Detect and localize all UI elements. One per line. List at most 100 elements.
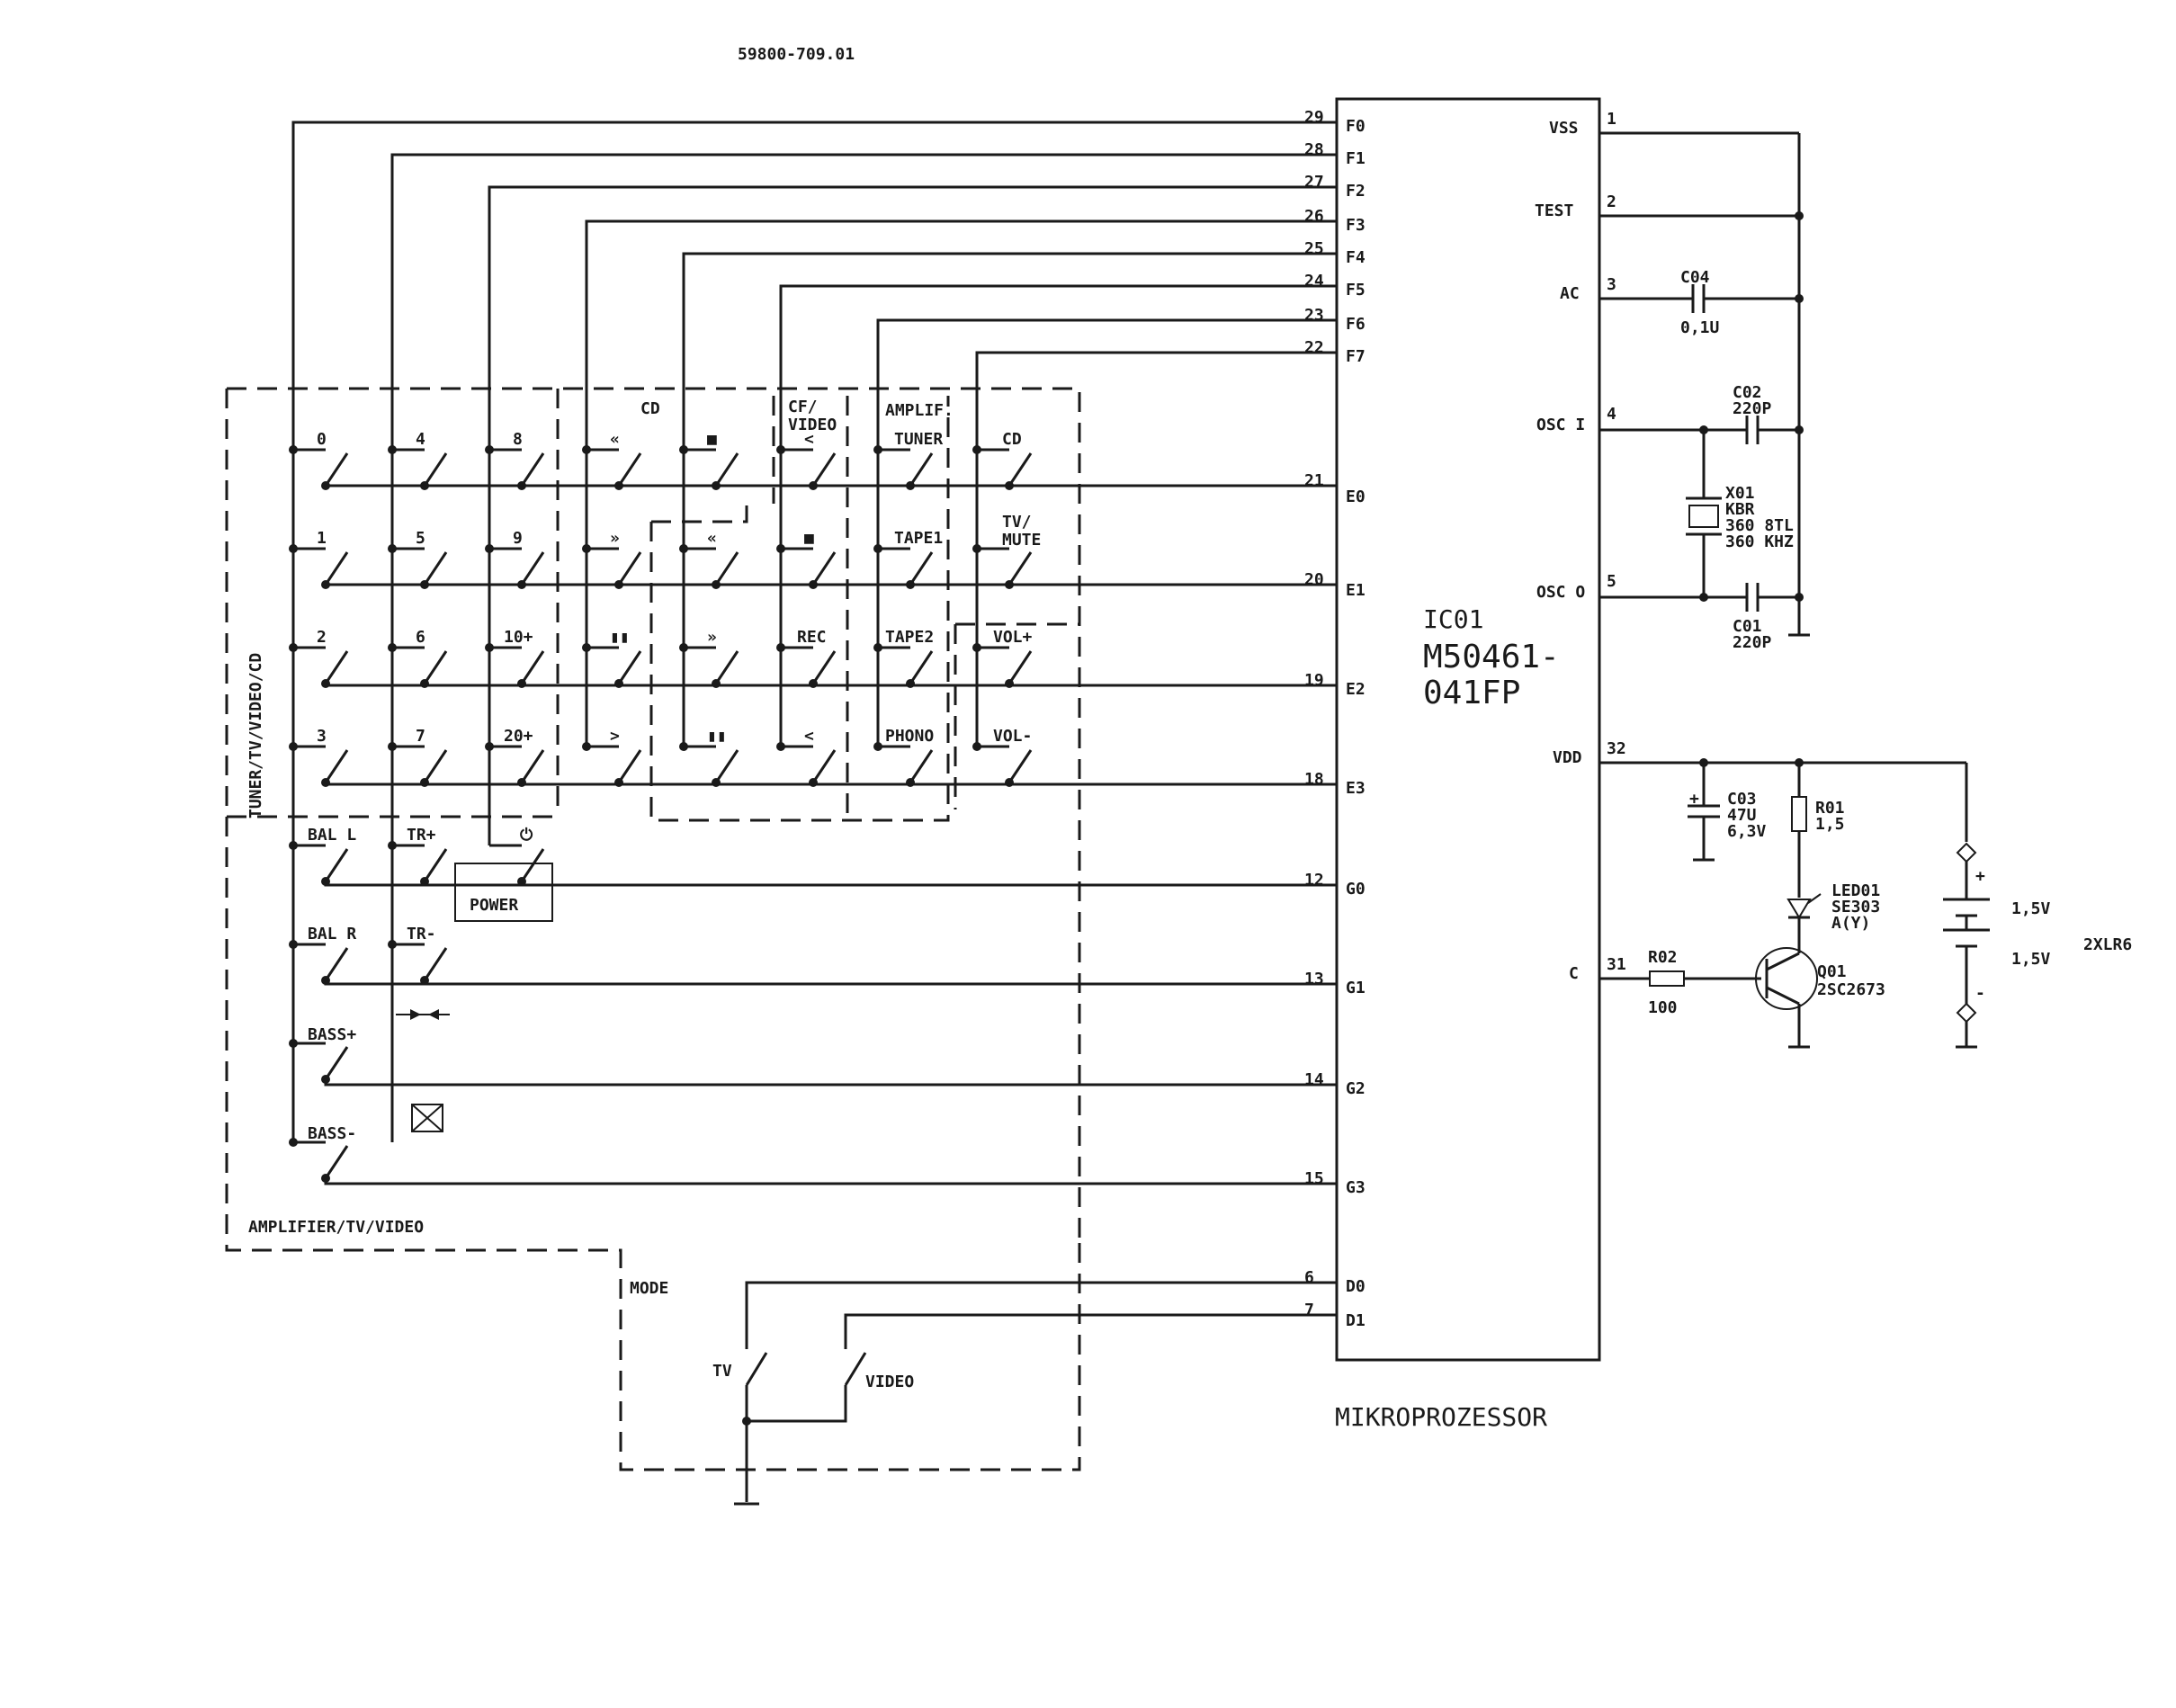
- f-line-wire: [876, 318, 1337, 747]
- key-labels: 0 4 8 « ■ < TUNER CD 1 5 9 » « ■ TAPE1 T…: [308, 430, 1041, 1143]
- switch-lever: [617, 650, 642, 684]
- pin-number: 7: [1304, 1301, 1314, 1319]
- c02-value: 220P: [1733, 399, 1772, 418]
- mode-video-label: VIDEO: [865, 1373, 914, 1391]
- c04-value: 0,1U: [1680, 318, 1719, 337]
- switch-lever: [909, 452, 934, 487]
- key-label: TAPE2: [885, 628, 934, 647]
- key-label: VOL+: [993, 628, 1033, 647]
- f-pin-group: 29 F0 28 F1 27 F2 26 F3 25 F4 24 F5 23 F…: [1304, 108, 1366, 366]
- key-label: ■: [804, 529, 814, 548]
- switch-lever: [324, 848, 349, 882]
- key-label: 10+: [504, 628, 533, 647]
- d0-wire: [745, 1281, 1337, 1349]
- pin-name: F1: [1346, 149, 1366, 168]
- pin-name: F4: [1346, 248, 1366, 267]
- switch-lever: [1007, 452, 1033, 487]
- key-label: 20+: [504, 727, 533, 746]
- group-box-main: [227, 387, 1081, 1259]
- crossed-box: [411, 1104, 443, 1132]
- battery-v1: 1,5V: [2011, 899, 2051, 918]
- battery-minus: -: [1975, 984, 1985, 1003]
- key-label: 8: [513, 430, 523, 449]
- c02-ref: C02: [1733, 383, 1762, 402]
- key-label: BASS-: [308, 1124, 356, 1143]
- c03-line1: 47U: [1727, 806, 1757, 825]
- pin-number: 5: [1607, 572, 1616, 591]
- c01-value: 220P: [1733, 633, 1772, 652]
- r02-value: 100: [1648, 998, 1678, 1017]
- pin-number: 28: [1304, 140, 1324, 159]
- g-line-wire: [324, 881, 1337, 887]
- switch-lever: [423, 452, 448, 487]
- jumper-arrowhead: [410, 1009, 421, 1020]
- key-label: <: [804, 430, 814, 449]
- power-label: POWER: [470, 896, 518, 915]
- d1-wire: [844, 1313, 1337, 1349]
- pin-name: E0: [1346, 487, 1366, 506]
- switch-lever: [714, 551, 739, 586]
- switch-lever: [324, 551, 349, 586]
- c04-ref: C04: [1680, 268, 1710, 287]
- group-label-cd: CD: [640, 399, 660, 418]
- key-label: TUNER: [894, 430, 943, 449]
- c03-plus: +: [1689, 790, 1699, 809]
- r01-value: 1,5: [1815, 815, 1845, 834]
- key-label: «: [610, 430, 620, 449]
- key-label: ■: [707, 430, 717, 449]
- pin-number: 31: [1607, 955, 1626, 974]
- mode-video-switch: [844, 1352, 867, 1386]
- pin-name: G1: [1346, 979, 1366, 997]
- e-pin-group: 21 E0 20 E1 19 E2 18 E3: [1304, 471, 1366, 798]
- q01-value: 2SC2673: [1817, 980, 1885, 999]
- pin-number: 20: [1304, 570, 1324, 589]
- g-pin-group: 12 G0 13 G1 14 G2 15 G3: [1304, 871, 1366, 1197]
- pin-name: OSC I: [1536, 416, 1585, 434]
- pin-number: 29: [1304, 108, 1324, 127]
- pin-number: 18: [1304, 770, 1324, 789]
- power-icon: ⏻: [520, 826, 533, 845]
- group-box-main: [225, 389, 1081, 1471]
- led01-ref: LED01: [1831, 881, 1880, 900]
- switch-lever: [909, 749, 934, 783]
- f-line-wire: [488, 185, 1337, 845]
- f-line-wire: [585, 219, 1337, 747]
- ic-part-line2: 041FP: [1423, 675, 1520, 711]
- key-label: 2: [317, 628, 327, 647]
- pin-name: E2: [1346, 680, 1366, 699]
- switch-lever: [520, 848, 545, 882]
- key-matrix: [225, 121, 1337, 1506]
- key-label: BAL L: [308, 826, 356, 845]
- key-label: REC: [797, 628, 827, 647]
- pin-name: F2: [1346, 182, 1366, 201]
- pin-number: 2: [1607, 192, 1616, 211]
- key-label: 5: [416, 529, 425, 548]
- ic-part-line1: M50461-: [1423, 639, 1560, 675]
- pin-number: 23: [1304, 306, 1324, 325]
- key-label: BASS+: [308, 1025, 356, 1044]
- x01-line3: 360 KHZ: [1725, 532, 1794, 551]
- group-box-cd: [651, 504, 748, 523]
- switch-lever: [520, 749, 545, 783]
- key-label: 3: [317, 727, 327, 746]
- key-label: ▮▮: [610, 628, 630, 647]
- ic-ref: IC01: [1423, 604, 1483, 634]
- crossed-box-x: [411, 1104, 443, 1132]
- pin-name: G3: [1346, 1178, 1366, 1197]
- key-label: 0: [317, 430, 327, 449]
- pin-number: 32: [1607, 739, 1626, 758]
- pin-name: VDD: [1553, 748, 1582, 767]
- ic-caption: MIKROPROZESSOR: [1335, 1402, 1547, 1432]
- r01-ref: R01: [1815, 799, 1845, 818]
- group-label-tuner: TUNER/TV/VIDEO/CD: [246, 653, 265, 818]
- document-number: 59800-709.01: [738, 45, 855, 64]
- key-label: 4: [416, 430, 425, 449]
- pin-name: AC: [1560, 284, 1580, 303]
- key-label: >: [610, 727, 620, 746]
- key-label: VOL-: [993, 727, 1032, 746]
- key-label: CD: [1002, 430, 1022, 449]
- group-label-amplifier: AMPLIFIER/TV/VIDEO: [248, 1218, 424, 1237]
- c01-ref: C01: [1733, 617, 1762, 636]
- e-line-wire: [324, 782, 1337, 786]
- pin-number: 27: [1304, 173, 1324, 192]
